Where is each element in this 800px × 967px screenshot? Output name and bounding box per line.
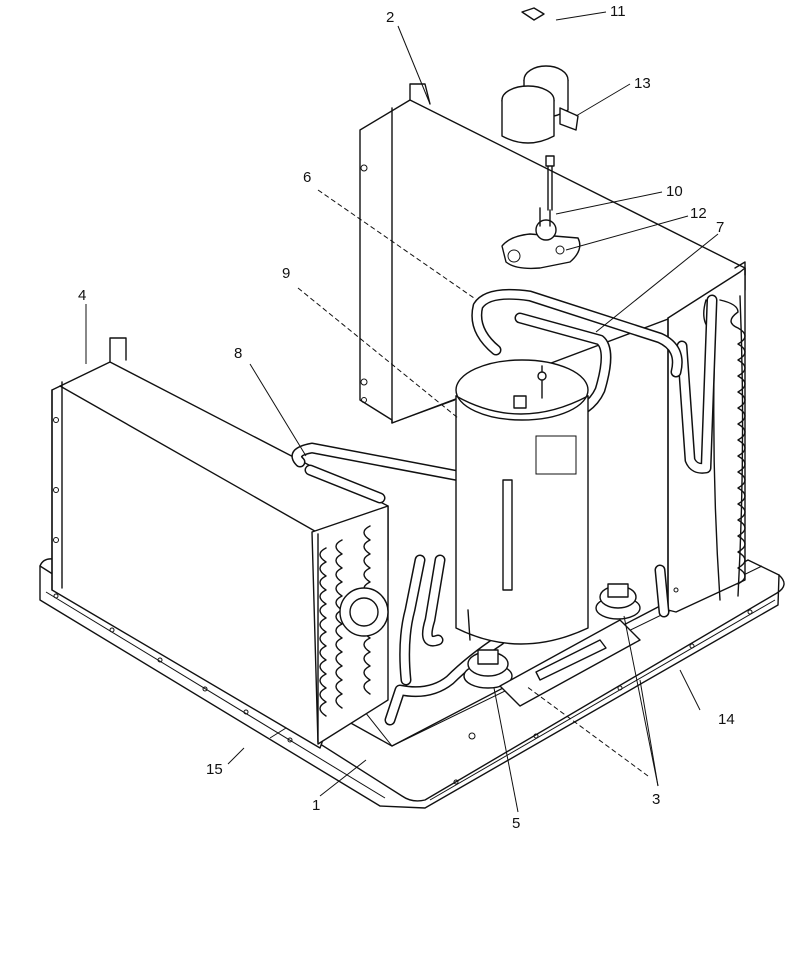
- callout-4: 4: [78, 287, 86, 304]
- callout-11: 11: [610, 3, 626, 20]
- callout-13: 13: [634, 75, 651, 92]
- callout-14: 14: [718, 711, 735, 728]
- callout-12: 12: [690, 205, 707, 222]
- callout-labels: 2 11 13 6 10 12 7 9 4 8 14 15 3 1 5: [78, 3, 735, 832]
- solenoid-coil: [501, 65, 579, 144]
- left-coil: [51, 337, 389, 749]
- callout-7: 7: [716, 219, 724, 236]
- callout-15: 15: [206, 761, 223, 778]
- terminal-cover-parts: [501, 7, 581, 270]
- callout-2: 2: [386, 9, 394, 26]
- callout-9: 9: [282, 265, 290, 282]
- callout-3: 3: [652, 791, 660, 808]
- leader-lines: [85, 11, 719, 813]
- right-coil: [667, 261, 746, 613]
- callout-5: 5: [512, 815, 520, 832]
- compressor: [455, 359, 589, 645]
- callout-6: 6: [303, 169, 311, 186]
- callout-1: 1: [312, 797, 320, 814]
- callout-10: 10: [666, 183, 683, 200]
- compressor-mounts: [463, 583, 641, 707]
- base-holes: [53, 593, 753, 785]
- callout-8: 8: [234, 345, 242, 362]
